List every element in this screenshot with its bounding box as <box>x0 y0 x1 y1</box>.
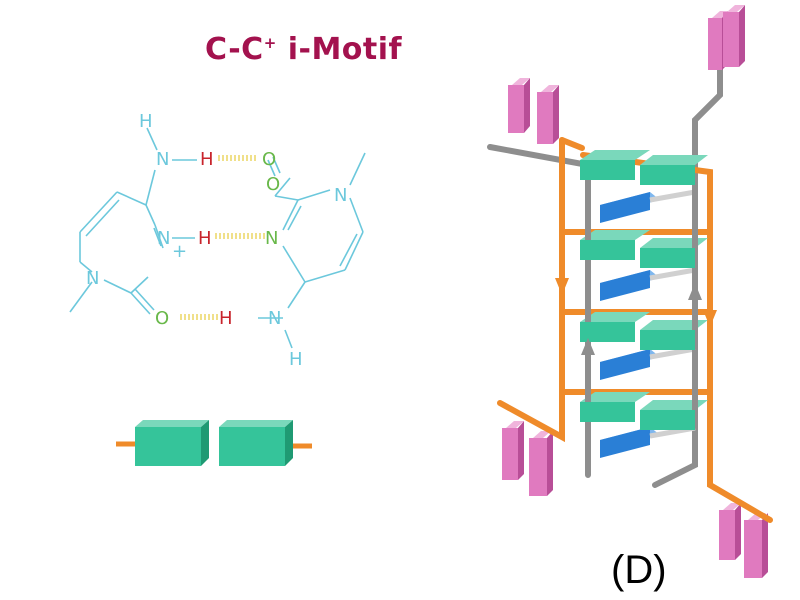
pink-end-blocks <box>502 5 768 578</box>
pink-block-bottom-3 <box>719 503 741 560</box>
atom-h-top-left: H <box>139 111 153 132</box>
atom-n-ring-left: N <box>157 228 170 249</box>
atom-n-amino-right: N <box>268 308 281 329</box>
green-pair-4 <box>580 392 708 430</box>
hydrogen-bonds <box>180 155 265 320</box>
blue-bases <box>600 189 696 458</box>
arrow-up-gray-left <box>581 338 595 355</box>
atom-n-acceptor-2: N <box>265 228 278 249</box>
title-main: C-C <box>205 32 264 67</box>
atom-n-top-left: N <box>156 149 169 170</box>
title-superscript: + <box>263 34 277 52</box>
atom-h-donor-3: H <box>219 308 233 329</box>
atom-o-acceptor-1: O <box>262 149 276 170</box>
block-right <box>219 420 293 466</box>
green-pair-2 <box>580 230 708 268</box>
block-left <box>135 420 209 466</box>
atom-n-lower-left: N <box>86 268 99 289</box>
green-pair-3 <box>580 312 708 350</box>
blue-base-2 <box>600 270 660 301</box>
pink-block-top-4 <box>723 5 745 67</box>
direction-arrows <box>555 278 717 355</box>
blue-base-1 <box>600 192 660 223</box>
diagram-title: C-C+ i-Motif <box>205 32 402 67</box>
atom-n-top-right: N <box>334 185 347 206</box>
arrow-down-orange-right <box>703 310 717 327</box>
pink-block-bottom-1 <box>502 421 524 480</box>
atom-h-donor-2: H <box>198 228 212 249</box>
atom-h-donor-1: H <box>200 149 214 170</box>
green-pair-1 <box>580 150 708 185</box>
atom-o-top-right: O <box>266 174 280 195</box>
pink-block-top-2 <box>537 85 559 144</box>
atom-labels: H N H O N + H N N O H N H O N <box>86 111 347 370</box>
pink-block-top-1 <box>508 78 530 133</box>
pink-block-bottom-4 <box>744 513 768 578</box>
bond-lines <box>69 127 366 349</box>
atom-o-lower-left: O <box>155 308 169 329</box>
blue-base-4 <box>600 427 660 458</box>
atom-plus: + <box>172 241 187 262</box>
panel-label: (D) <box>611 548 667 592</box>
green-bases <box>580 150 708 430</box>
atom-h-bottom-right: H <box>289 349 303 370</box>
arrow-up-gray-right <box>688 283 702 300</box>
arrow-down-orange-left <box>555 278 569 295</box>
blue-base-3 <box>600 349 660 380</box>
pink-block-bottom-2 <box>529 431 553 496</box>
title-suffix: i-Motif <box>276 32 403 67</box>
